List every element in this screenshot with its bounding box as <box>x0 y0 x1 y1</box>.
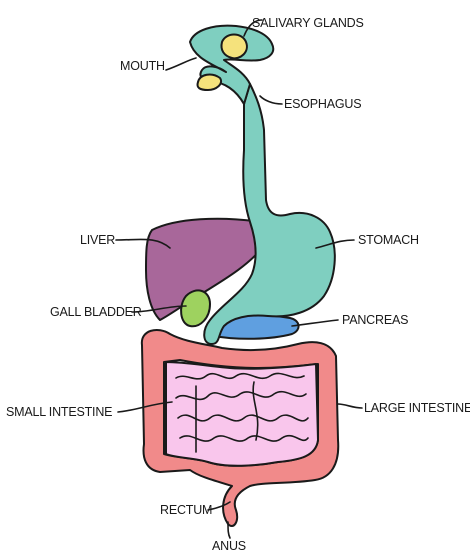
label-rectum: RECTUM <box>160 503 212 517</box>
label-liver: LIVER <box>80 233 115 247</box>
label-pancreas: PANCREAS <box>342 313 408 327</box>
label-gall-bladder: GALL BLADDER <box>50 305 142 319</box>
esophagus-and-stomach <box>204 84 335 344</box>
label-salivary-glands: SALIVARY GLANDS <box>252 16 364 30</box>
salivary-gland-upper <box>221 35 246 59</box>
label-anus: ANUS <box>212 539 246 553</box>
gall-bladder <box>181 290 210 326</box>
label-stomach: STOMACH <box>358 233 419 247</box>
label-large-intestine: LARGE INTESTINE <box>364 401 470 415</box>
label-small-intestine: SMALL INTESTINE <box>6 405 112 419</box>
label-mouth: MOUTH <box>120 59 165 73</box>
label-esophagus: ESOPHAGUS <box>284 97 361 111</box>
salivary-gland-lower <box>197 75 221 90</box>
